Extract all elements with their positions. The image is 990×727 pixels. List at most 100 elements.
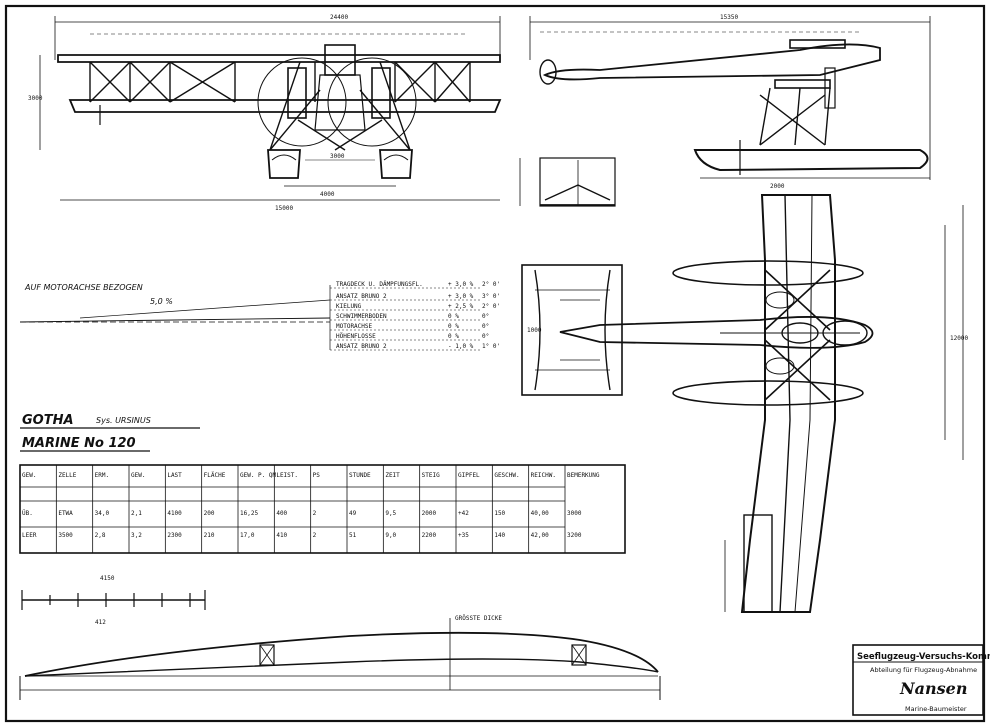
lower-span-label: 15000	[275, 205, 293, 212]
angle-heading: AUF MOTORACHSE BEZOGEN	[24, 283, 143, 292]
table-header-cell: ERM.	[95, 472, 109, 479]
table-header-cell: GEW. P. QM	[240, 472, 277, 479]
table-cell: 40,00	[531, 510, 549, 517]
table-cell: 49	[349, 510, 357, 517]
table-cell: 17,0	[240, 532, 255, 539]
table-cell: 2300	[167, 532, 182, 539]
table-header-cell: PS	[313, 472, 321, 479]
table-cell: 9,0	[385, 532, 396, 539]
table-cell: 3,2	[131, 532, 142, 539]
table-header-cell: FLÄCHE	[204, 472, 226, 479]
stamp-line-3: Marine-Baumeister	[905, 705, 967, 713]
angle-item-value: + 3,0 %	[448, 293, 474, 300]
front-view	[39, 16, 502, 201]
table-header-cell: STUNDE	[349, 472, 371, 479]
table-header-cell: STEIG	[422, 472, 440, 479]
table-header-cell: BEMERKUNG	[567, 472, 600, 479]
table-cell: +35	[458, 532, 469, 539]
wing-profile-label: GRÖSSTE DICKE	[455, 615, 502, 622]
scale-bar	[21, 590, 206, 610]
table-cell: 2200	[422, 532, 437, 539]
angle-diagram	[19, 285, 480, 351]
table-cell: 150	[494, 510, 505, 517]
angle-item-deg: 2° 0'	[482, 303, 500, 310]
angle-item-value: + 2,5 %	[448, 303, 474, 310]
angle-item-deg: 0°	[482, 313, 489, 320]
table-cell: ETWA	[58, 510, 73, 517]
table-header-cell: GEW.	[22, 472, 36, 479]
table-cell: 3000	[567, 510, 582, 517]
aircraft-system: Sys. URSINUS	[96, 416, 151, 425]
table-header-cell: ZELLE	[58, 472, 76, 479]
angle-item-deg: 3° 0'	[482, 293, 500, 300]
angle-item-label: TRAGDECK U. DÄMPFUNGSFL.	[336, 281, 423, 288]
angle-item-label: KIELUNG	[336, 303, 362, 310]
side-view	[529, 16, 931, 180]
angle-item-label: ANSATZ BRUNO 2	[336, 293, 387, 300]
table-cell: 2	[313, 532, 317, 539]
table-cell: 410	[276, 532, 287, 539]
table-header-cell: LAST	[167, 472, 182, 479]
tail-view	[519, 157, 616, 207]
angle-item-deg: 0°	[482, 323, 489, 330]
cross-section-view	[521, 264, 623, 396]
angle-item-value: 0 %	[448, 323, 459, 330]
aircraft-designation: MARINE No 120	[22, 436, 136, 451]
table-cell: 2,1	[131, 510, 142, 517]
scale-sub-label: 412	[95, 619, 106, 626]
gap-label: 3000	[330, 153, 345, 160]
approval-stamp	[852, 644, 984, 716]
table-cell: 9,5	[385, 510, 396, 517]
table-header-cell: REICHW.	[531, 472, 556, 479]
table-cell: 210	[204, 532, 215, 539]
table-header-cell: ZEIT	[385, 472, 400, 479]
track-label: 4000	[320, 191, 335, 198]
plan-width-label: 1000	[527, 327, 542, 334]
table-cell: 34,0	[95, 510, 110, 517]
scale-top-label: 4150	[100, 575, 115, 582]
table-cell: +42	[458, 510, 469, 517]
angle-item-label: HÖHENFLOSSE	[336, 333, 376, 340]
angle-item-value: + 3,0 %	[448, 281, 474, 288]
table-cell: 2,8	[95, 532, 106, 539]
table-cell: ÜB.	[22, 510, 33, 517]
front-span-label: 24400	[330, 14, 348, 21]
table-cell: 400	[276, 510, 287, 517]
angle-item-value: - 1,0 %	[448, 343, 474, 350]
table-cell: 51	[349, 532, 357, 539]
table-header-cell: GEW.	[131, 472, 145, 479]
table-cell: 4100	[167, 510, 182, 517]
angle-item-value: 0 %	[448, 313, 459, 320]
angle-item-deg: 2° 0'	[482, 281, 500, 288]
stamp-line-2: Abteilung für Flugzeug-Abnahme	[870, 666, 977, 674]
angle-item-value: 0 %	[448, 333, 459, 340]
table-cell: 2000	[422, 510, 437, 517]
stamp-signature: Nansen	[899, 679, 967, 698]
table-cell: 2	[313, 510, 317, 517]
side-sub-label: 2000	[770, 183, 785, 190]
angle-item-label: SCHWIMMERBODEN	[336, 313, 387, 320]
table-cell: 42,00	[531, 532, 549, 539]
stamp-line-1: Seeflugzeug-Versuchs-Kommando	[857, 652, 990, 662]
table-header-cell: GIPFEL	[458, 472, 480, 479]
angle-item-deg: 0°	[482, 333, 489, 340]
table-header-cell: LEIST.	[276, 472, 298, 479]
angle-item-label: ANSATZ BRUNO 2	[336, 343, 387, 350]
sheet-border	[4, 4, 986, 723]
aircraft-name: GOTHA	[22, 413, 74, 428]
height-label: 3000	[28, 95, 43, 102]
wing-profile	[19, 618, 661, 700]
angle-value: 5,0 %	[150, 297, 173, 306]
plan-view	[559, 194, 964, 613]
angle-item-label: MOTORACHSE	[336, 323, 373, 330]
table-cell: 140	[494, 532, 505, 539]
table-cell: 200	[204, 510, 215, 517]
plan-depth-label: 12000	[950, 335, 968, 342]
side-length-label: 15350	[720, 14, 738, 21]
table-cell: 16,25	[240, 510, 258, 517]
table-cell: LEER	[22, 532, 37, 539]
table-cell: 3200	[567, 532, 582, 539]
table-header-cell: GESCHW.	[494, 472, 519, 479]
